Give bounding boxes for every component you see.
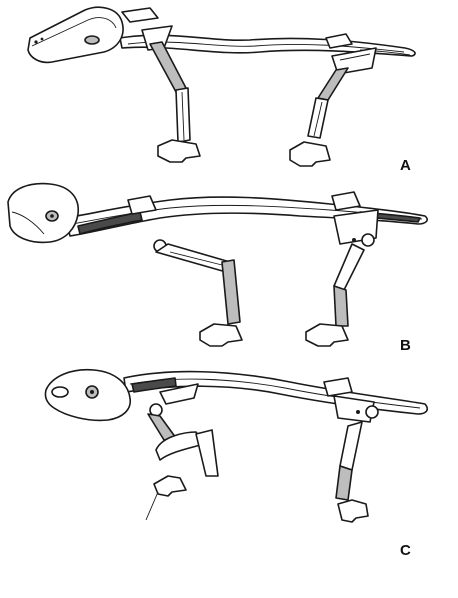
panel-c: C	[45, 370, 427, 559]
hind-limb-a	[290, 34, 376, 166]
panel-b: B	[8, 184, 427, 354]
skull-b	[8, 184, 78, 243]
panel-label-b: B	[400, 337, 411, 354]
panel-label-c: C	[400, 542, 411, 559]
fore-limb-a	[122, 8, 200, 162]
skull-c	[45, 370, 130, 421]
panel-a: A	[28, 7, 415, 174]
fore-limb-c	[146, 384, 218, 520]
panel-label-a: A	[400, 157, 411, 174]
skull-a	[28, 7, 123, 62]
